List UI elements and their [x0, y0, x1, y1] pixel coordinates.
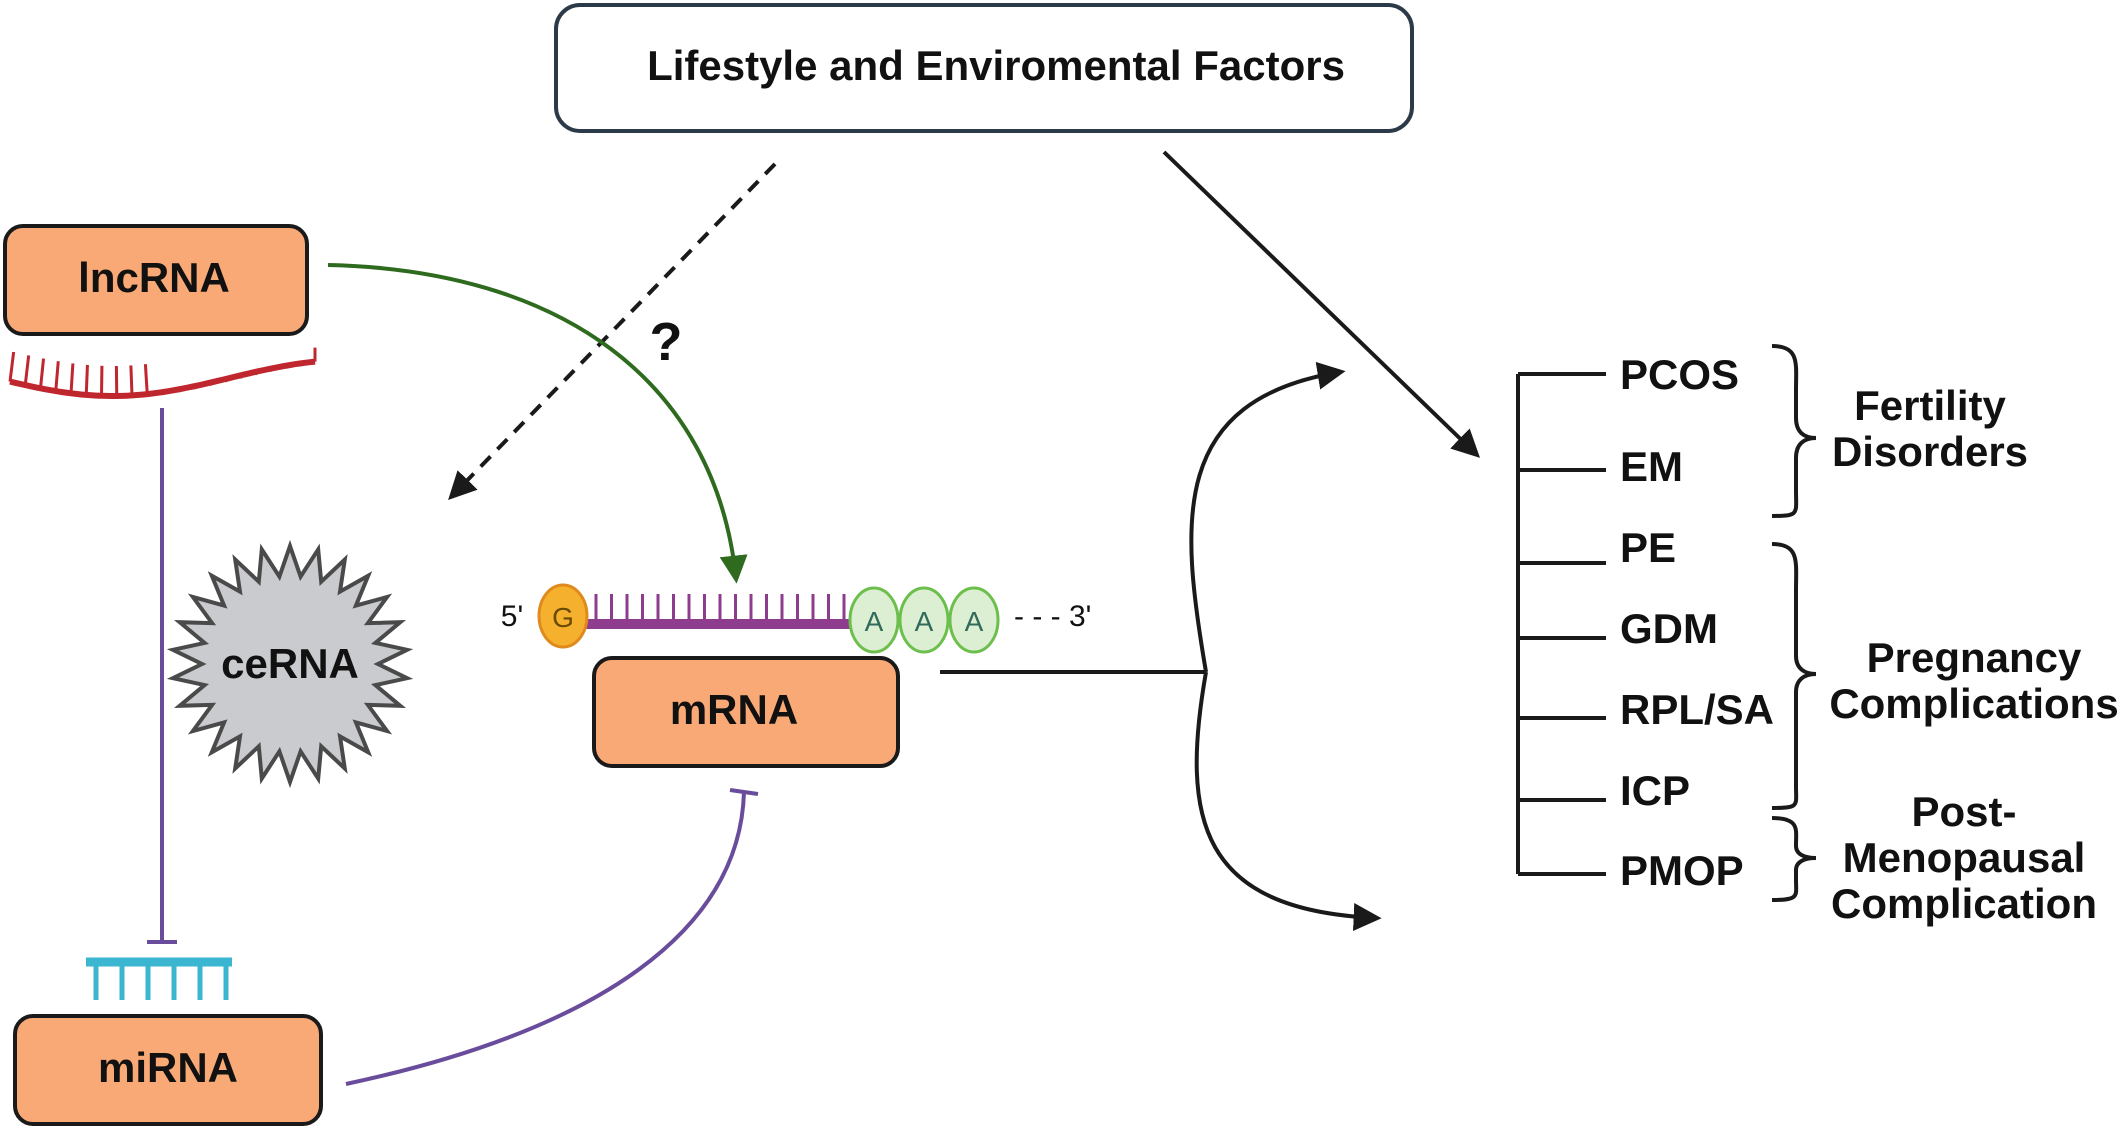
lncrna-inhibits-mirna-line: [147, 408, 177, 942]
lifestyle-factors-label: Lifestyle and Enviromental Factors: [647, 42, 1345, 89]
disorder-item: PMOP: [1620, 847, 1744, 894]
mrna-strand: 5' G A A A - - - 3': [501, 585, 1092, 652]
mirna-label: miRNA: [98, 1044, 238, 1091]
group-label-line: Pregnancy: [1867, 634, 2082, 681]
disorder-item: RPL/SA: [1620, 686, 1774, 733]
group-label-line: Menopausal: [1843, 834, 2086, 881]
disorder-item: PCOS: [1620, 351, 1739, 398]
group-label-postmenopausal: Post- Menopausal Complication: [1831, 788, 2097, 927]
disorder-tree: PCOS EM PE GDM RPL/SA ICP PMOP: [1518, 351, 1774, 894]
disorder-item: PE: [1620, 524, 1676, 571]
group-label-fertility: Fertility Disorders: [1832, 382, 2028, 475]
lifestyle-to-disorders-arrow: [1164, 152, 1476, 454]
disorder-item: GDM: [1620, 605, 1718, 652]
lncrna-label: lncRNA: [78, 254, 230, 301]
mrna-label: mRNA: [670, 686, 798, 733]
group-label-line: Fertility: [1854, 382, 2006, 429]
poly-a-label: A: [915, 606, 934, 637]
group-label-line: Complication: [1831, 880, 2097, 927]
group-label-line: Post-: [1912, 788, 2017, 835]
cerna-label: ceRNA: [221, 640, 359, 687]
mirna-node: miRNA: [15, 1016, 321, 1124]
lncrna-node: lncRNA: [5, 226, 307, 334]
five-prime-label: 5': [501, 600, 523, 633]
mrna-outcome-branch: [940, 372, 1376, 918]
disorder-item: EM: [1620, 443, 1683, 490]
cap-label: G: [552, 602, 574, 633]
cerna-starburst: ceRNA: [173, 546, 407, 782]
disorder-item: ICP: [1620, 767, 1690, 814]
poly-a-label: A: [865, 606, 884, 637]
mirna-strand-icon: [86, 962, 232, 1000]
group-braces: [1772, 346, 1816, 900]
mirna-inhibits-mrna-line: [346, 790, 758, 1084]
lncrna-strand-icon: [10, 348, 315, 396]
three-prime-label: - - - 3': [1014, 600, 1091, 633]
group-label-line: Complications: [1829, 680, 2118, 727]
group-label-pregnancy: Pregnancy Complications: [1829, 634, 2118, 727]
question-mark: ?: [650, 312, 683, 372]
poly-a-label: A: [965, 606, 984, 637]
group-label-line: Disorders: [1832, 428, 2028, 475]
uncertain-influence-arrow: [452, 164, 775, 496]
lifestyle-factors-box: Lifestyle and Enviromental Factors: [556, 5, 1412, 131]
mrna-node: mRNA: [594, 658, 898, 766]
